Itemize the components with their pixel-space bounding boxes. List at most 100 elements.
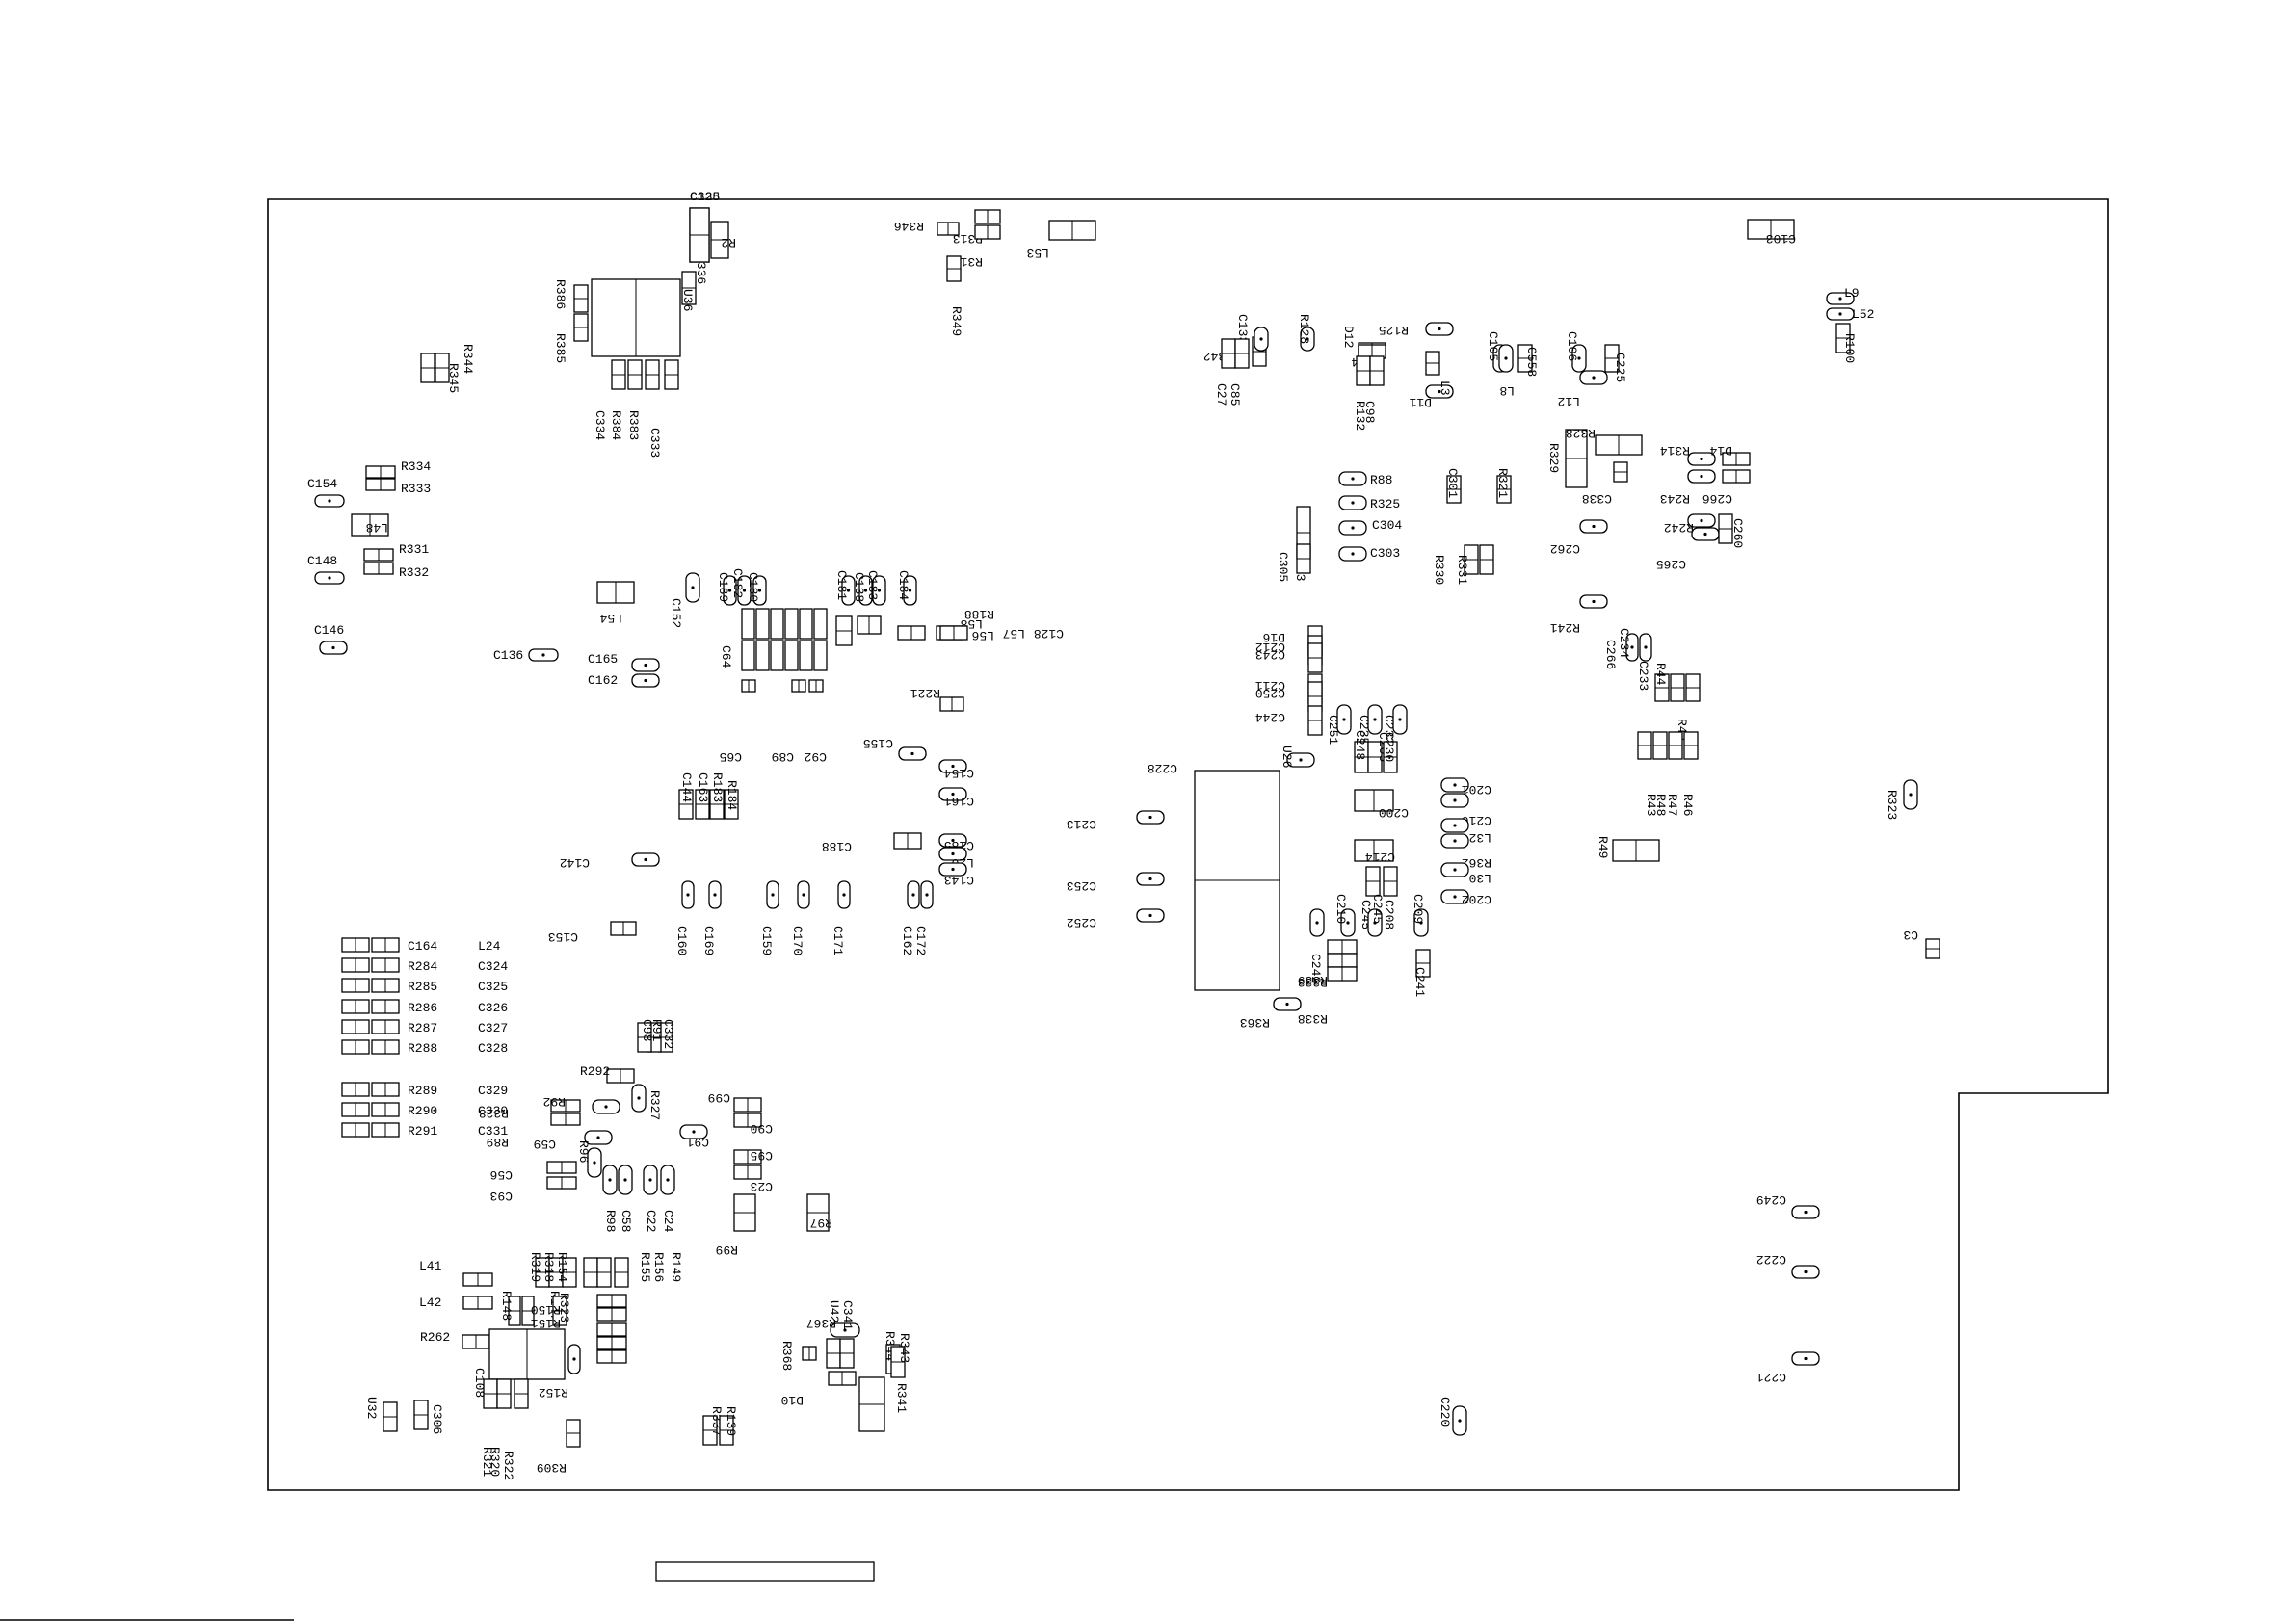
component-l3: L3 (1425, 351, 1452, 396)
component-label: C265 (1656, 557, 1686, 571)
polarity-dot (1351, 501, 1355, 505)
component-label: R100 (1842, 333, 1857, 363)
component-r262: R262 (420, 1330, 490, 1349)
component-c164: C164 (341, 937, 437, 954)
component-c305: C305 (1276, 543, 1311, 582)
component-label: C159 (759, 926, 774, 955)
pad-top (799, 608, 813, 640)
component-label: C222 (1756, 1252, 1786, 1267)
component-l42: L42 (419, 1296, 493, 1310)
component-c328: C328 (371, 1039, 508, 1056)
component-label: C95 (751, 1148, 773, 1163)
component-c243: C243 (1255, 642, 1323, 673)
component-r327: R327 (631, 1084, 662, 1120)
component-label: C172 (913, 926, 928, 955)
polarity-dot (1700, 474, 1703, 479)
component-l48: L48 (351, 513, 389, 537)
component-label: R148 (499, 1291, 514, 1321)
component-r321: R321 (480, 1378, 498, 1477)
polarity-dot (1592, 599, 1596, 604)
component-c341: C341 (839, 1300, 855, 1369)
component-r328: R328 (479, 1099, 581, 1120)
component-c234: C234 (1617, 628, 1652, 662)
component-c201: C201 (1440, 777, 1491, 797)
component-label: C27 (1214, 383, 1228, 406)
component-l56: L56 (857, 615, 994, 642)
component-c89: C89 (772, 679, 806, 764)
component-label: R289 (408, 1084, 437, 1098)
component-label: R156 (651, 1252, 666, 1282)
title-box (655, 1561, 875, 1582)
component-label: R47 (1665, 794, 1679, 816)
component-r362: R362 (1440, 833, 1491, 870)
polarity-dot (908, 589, 912, 592)
component-label: R91 (649, 1019, 664, 1042)
polarity-dot (713, 893, 717, 897)
component-r188: R188 (897, 607, 994, 641)
polarity-dot (1453, 839, 1457, 843)
component-label: C228 (1148, 761, 1177, 775)
component-c56: C56 (490, 1161, 577, 1182)
component-c85: C85 (1227, 338, 1250, 406)
polarity-dot (648, 1178, 652, 1182)
component-label: C164 (408, 939, 437, 954)
polarity-dot (541, 653, 545, 657)
polarity-dot (1351, 526, 1355, 530)
component-c262: C262 (1550, 519, 1608, 556)
component-label: R349 (949, 306, 963, 336)
polarity-dot (692, 1130, 696, 1134)
component-label: R46 (1680, 794, 1695, 816)
component-label: C160 (674, 926, 689, 955)
component-label: C144 (679, 772, 694, 802)
component-r321: R321 (1495, 468, 1512, 504)
component-c98: C98 (1362, 355, 1385, 423)
component-label: C202 (1462, 892, 1491, 906)
component-c329: C329 (371, 1082, 508, 1098)
component-label: C180 (746, 572, 760, 602)
polarity-dot (666, 1178, 670, 1182)
component-c98: C98 (637, 1019, 654, 1053)
polarity-dot (1148, 877, 1152, 881)
component-c330: C330 (371, 1102, 508, 1118)
polarity-dot (1342, 718, 1346, 721)
component-label: R367 (806, 1316, 836, 1330)
component-label: C212 (1255, 640, 1285, 654)
component-c301: C301 (1445, 468, 1462, 504)
component-label: R338 (1298, 1011, 1328, 1026)
component-r125: R125 (1379, 322, 1454, 337)
polarity-dot (572, 1357, 576, 1361)
component-label: R89 (487, 1135, 509, 1149)
component-label: L32 (1469, 830, 1491, 845)
component-r332: R332 (363, 562, 429, 580)
pad-bottom (784, 640, 799, 671)
component-r291: R291 (341, 1122, 437, 1139)
component-c64: C64 (719, 608, 828, 671)
component-c331: C331 (371, 1122, 508, 1139)
component-label: C220 (1438, 1397, 1452, 1427)
component-c163: C163 (695, 772, 710, 820)
component-label: C161 (944, 794, 974, 808)
component-l30: L30 (1440, 862, 1491, 885)
component-label: C105 (1486, 331, 1500, 361)
polarity-dot (593, 1161, 596, 1165)
component-label: R322 (501, 1451, 515, 1480)
component-label: R383 (626, 410, 641, 440)
component-c213: C213 (1067, 810, 1165, 831)
component-r88: R88 (1338, 471, 1392, 487)
polarity-dot (644, 663, 647, 668)
polarity-dot (1458, 1419, 1462, 1423)
component-label: R291 (408, 1124, 437, 1139)
component-c162: C162 (588, 673, 660, 688)
component-c208: C208 (1382, 866, 1398, 929)
component-r44: R44 (1653, 663, 1685, 702)
component-r320: R320 (488, 1378, 512, 1477)
component-c209: C209 (1411, 894, 1429, 937)
component-l32: L32 (1440, 818, 1491, 845)
component-r46: R46 (1680, 731, 1699, 816)
component-label: R152 (539, 1385, 568, 1400)
polarity-dot (1504, 356, 1508, 360)
polarity-dot (1299, 758, 1303, 762)
polarity-dot (727, 589, 732, 592)
component-c266: C266 (1702, 469, 1751, 506)
component-label: R286 (408, 1001, 437, 1015)
